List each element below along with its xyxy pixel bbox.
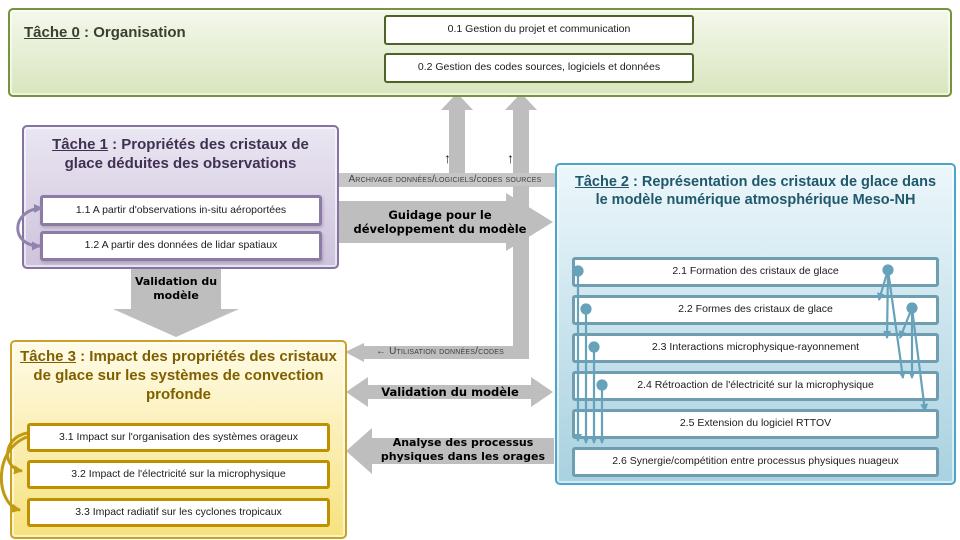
task1-title: Tâche 1 : Propriétés des cristaux de gla… xyxy=(24,127,337,174)
archivage-label: Archivage données/logiciels/codes source… xyxy=(348,173,542,185)
subtask-0-1-label: 0.1 Gestion du projet et communication xyxy=(447,23,631,36)
task2-box: Tâche 2 : Représentation des cristaux de… xyxy=(555,163,956,485)
task3-title-text: : Impact des propriétés des cristaux de … xyxy=(33,348,337,403)
task3-number: Tâche 3 xyxy=(20,348,76,365)
subtask-2-6-label: 2.6 Synergie/compétition entre processus… xyxy=(612,455,899,468)
subtask-1-1: 1.1 A partir d'observations in-situ aéro… xyxy=(40,195,322,226)
subtask-2-3: 2.3 Interactions microphysique-rayonneme… xyxy=(572,333,939,363)
guidage-label: Guidage pour le développement du modèle xyxy=(353,207,527,236)
subtask-2-5-label: 2.5 Extension du logiciel RTTOV xyxy=(679,417,832,430)
subtask-3-1-label: 3.1 Impact sur l'organisation des systèm… xyxy=(59,430,298,443)
task2-number: Tâche 2 xyxy=(574,174,629,190)
validation-vertical-label: Validation du modèle xyxy=(134,275,218,302)
subtask-3-2-label: 3.2 Impact de l'électricité sur la micro… xyxy=(71,467,286,480)
subtask-2-2: 2.2 Formes des cristaux de glace xyxy=(572,295,939,325)
subtask-0-2: 0.2 Gestion des codes sources, logiciels… xyxy=(384,53,694,83)
task3-title: Tâche 3 : Impact des propriétés des cris… xyxy=(12,342,345,404)
task1-box: Tâche 1 : Propriétés des cristaux de gla… xyxy=(22,125,339,269)
task3-box: Tâche 3 : Impact des propriétés des cris… xyxy=(10,340,347,539)
subtask-2-4-label: 2.4 Rétroaction de l'électricité sur la … xyxy=(637,379,874,392)
subtask-2-6: 2.6 Synergie/compétition entre processus… xyxy=(572,447,939,477)
up-glyph-left-icon: ↑ xyxy=(444,150,451,166)
subtask-1-2: 1.2 A partir des données de lidar spatia… xyxy=(40,231,322,261)
task1-number: Tâche 1 xyxy=(52,136,108,153)
task0-title: Tâche 0 : Organisation xyxy=(24,24,186,43)
task0-title-text: : Organisation xyxy=(79,24,186,41)
task0-number: Tâche 0 xyxy=(24,24,80,41)
task0-box: Tâche 0 : Organisation 0.1 Gestion du pr… xyxy=(8,8,952,97)
task2-title: Tâche 2 : Représentation des cristaux de… xyxy=(557,165,954,209)
up-glyph-right-icon: ↑ xyxy=(507,150,514,166)
subtask-2-4: 2.4 Rétroaction de l'électricité sur la … xyxy=(572,371,939,401)
subtask-0-1: 0.1 Gestion du projet et communication xyxy=(384,15,694,45)
analyse-label: Analyse des processus physiques dans les… xyxy=(380,436,546,463)
utilisation-label: ← Utilisation données/codes xyxy=(375,346,505,358)
task2-title-text: : Représentation des cristaux de glace d… xyxy=(595,174,937,209)
subtask-3-2: 3.2 Impact de l'électricité sur la micro… xyxy=(27,460,330,489)
subtask-3-3-label: 3.3 Impact radiatif sur les cyclones tro… xyxy=(75,505,282,518)
subtask-3-1: 3.1 Impact sur l'organisation des systèm… xyxy=(27,423,330,452)
subtask-2-5: 2.5 Extension du logiciel RTTOV xyxy=(572,409,939,439)
subtask-2-1: 2.1 Formation des cristaux de glace xyxy=(572,257,939,287)
subtask-0-2-label: 0.2 Gestion des codes sources, logiciels… xyxy=(417,61,661,74)
validation-horizontal-label: Validation du modèle xyxy=(381,384,519,399)
subtask-1-2-label: 1.2 A partir des données de lidar spatia… xyxy=(84,239,278,252)
subtask-1-1-label: 1.1 A partir d'observations in-situ aéro… xyxy=(75,203,287,216)
subtask-3-3: 3.3 Impact radiatif sur les cyclones tro… xyxy=(27,498,330,527)
task1-title-text: : Propriétés des cristaux de glace dédui… xyxy=(64,136,309,172)
subtask-2-2-label: 2.2 Formes des cristaux de glace xyxy=(678,303,833,316)
subtask-2-3-label: 2.3 Interactions microphysique-rayonneme… xyxy=(651,341,860,354)
subtask-2-1-label: 2.1 Formation des cristaux de glace xyxy=(672,265,839,278)
